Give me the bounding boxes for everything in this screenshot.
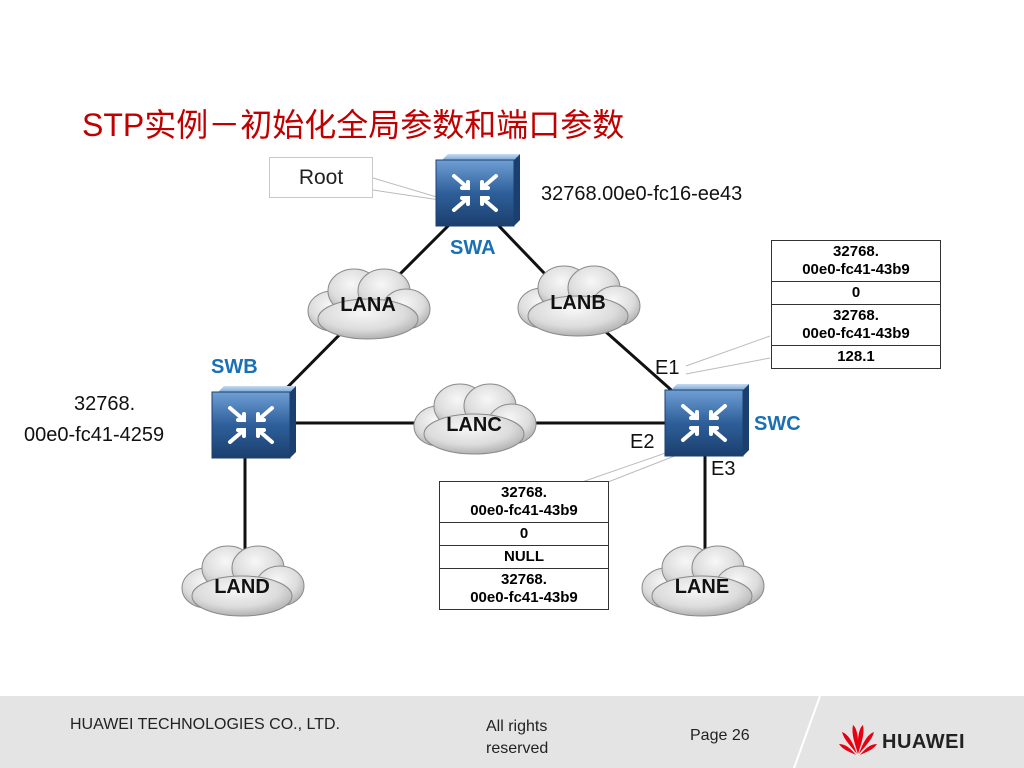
bridge-id-cell: 32768.00e0-fc41-43b9 [771,304,941,346]
port-id-cell: 128.1 [771,345,941,369]
e2-parameter-table: 32768.00e0-fc41-43b9 0 NULL 32768.00e0-f… [439,481,609,610]
cost-cell: 0 [439,522,609,546]
cell-line: 00e0-fc41-43b9 [802,325,910,342]
table-row: 128.1 [771,345,941,369]
cell-line: 32768. [501,484,547,501]
huawei-logo-icon [839,725,877,755]
root-callout-line [372,177,441,199]
cell-line: 00e0-fc41-43b9 [470,589,578,606]
table-row: 32768.00e0-fc41-43b9 [771,240,941,282]
router-icon [452,174,498,212]
table-row: 32768.00e0-fc41-43b9 [439,568,609,610]
land-cloud-icon [181,545,305,617]
root-callout-line-2 [372,189,441,201]
port-e1-label: E1 [655,357,680,379]
swb-name: SWB [211,356,258,378]
lanb-cloud-icon [517,265,641,337]
swb-bridge-id-line2: 00e0-fc41-4259 [24,424,165,446]
footer: HUAWEI TECHNOLOGIES CO., LTD. All rights… [0,696,1024,768]
cell-line: 32768. [833,307,879,324]
port-e2-label: E2 [630,431,655,453]
e1-callout-line-2 [685,357,771,375]
table-row: 0 [439,522,609,546]
port-e3-label: E3 [711,458,736,480]
port-field-cell: NULL [439,545,609,569]
e1-callout-line [685,335,771,367]
swa-switch-icon [435,154,520,227]
table-row: NULL [439,545,609,569]
lana-cloud-icon [307,268,431,340]
swa-name: SWA [450,237,496,259]
cost-cell: 0 [771,281,941,305]
swa-bridge-id: 32768.00e0-fc16-ee43 [541,183,743,205]
huawei-wordmark: HUAWEI [882,731,965,753]
footer-divider [793,696,821,768]
cell-line: 32768. [501,571,547,588]
cell-line: 32768. [833,243,879,260]
lanc-cloud-icon [413,383,537,455]
root-id-cell: 32768.00e0-fc41-43b9 [439,481,609,523]
root-callout: Root [269,157,373,198]
swb-switch-icon [211,386,296,459]
swc-name: SWC [754,413,801,435]
root-id-cell: 32768.00e0-fc41-43b9 [771,240,941,282]
footer-rights: All rights reserved [486,718,549,757]
lane-cloud-icon [641,545,765,617]
table-row: 32768.00e0-fc41-43b9 [771,304,941,346]
footer-company: HUAWEI TECHNOLOGIES CO., LTD. [70,716,340,733]
swc-switch-icon [664,384,749,457]
lana-label: LANA [340,294,396,316]
lanc-label: LANC [446,414,502,436]
e2-callout-line [581,447,681,483]
page-title: STP实例－初始化全局参数和端口参数 [82,107,625,143]
cell-line: 00e0-fc41-43b9 [470,502,578,519]
land-label: LAND [214,576,270,598]
e1-parameter-table: 32768.00e0-fc41-43b9 0 32768.00e0-fc41-4… [771,240,941,369]
page-number: Page 26 [690,727,750,744]
bridge-id-cell: 32768.00e0-fc41-43b9 [439,568,609,610]
lane-label: LANE [675,576,729,598]
lanb-label: LANB [550,292,606,314]
table-row: 0 [771,281,941,305]
swb-bridge-id-line1: 32768. [74,393,136,415]
table-row: 32768.00e0-fc41-43b9 [439,481,609,523]
cell-line: 00e0-fc41-43b9 [802,261,910,278]
